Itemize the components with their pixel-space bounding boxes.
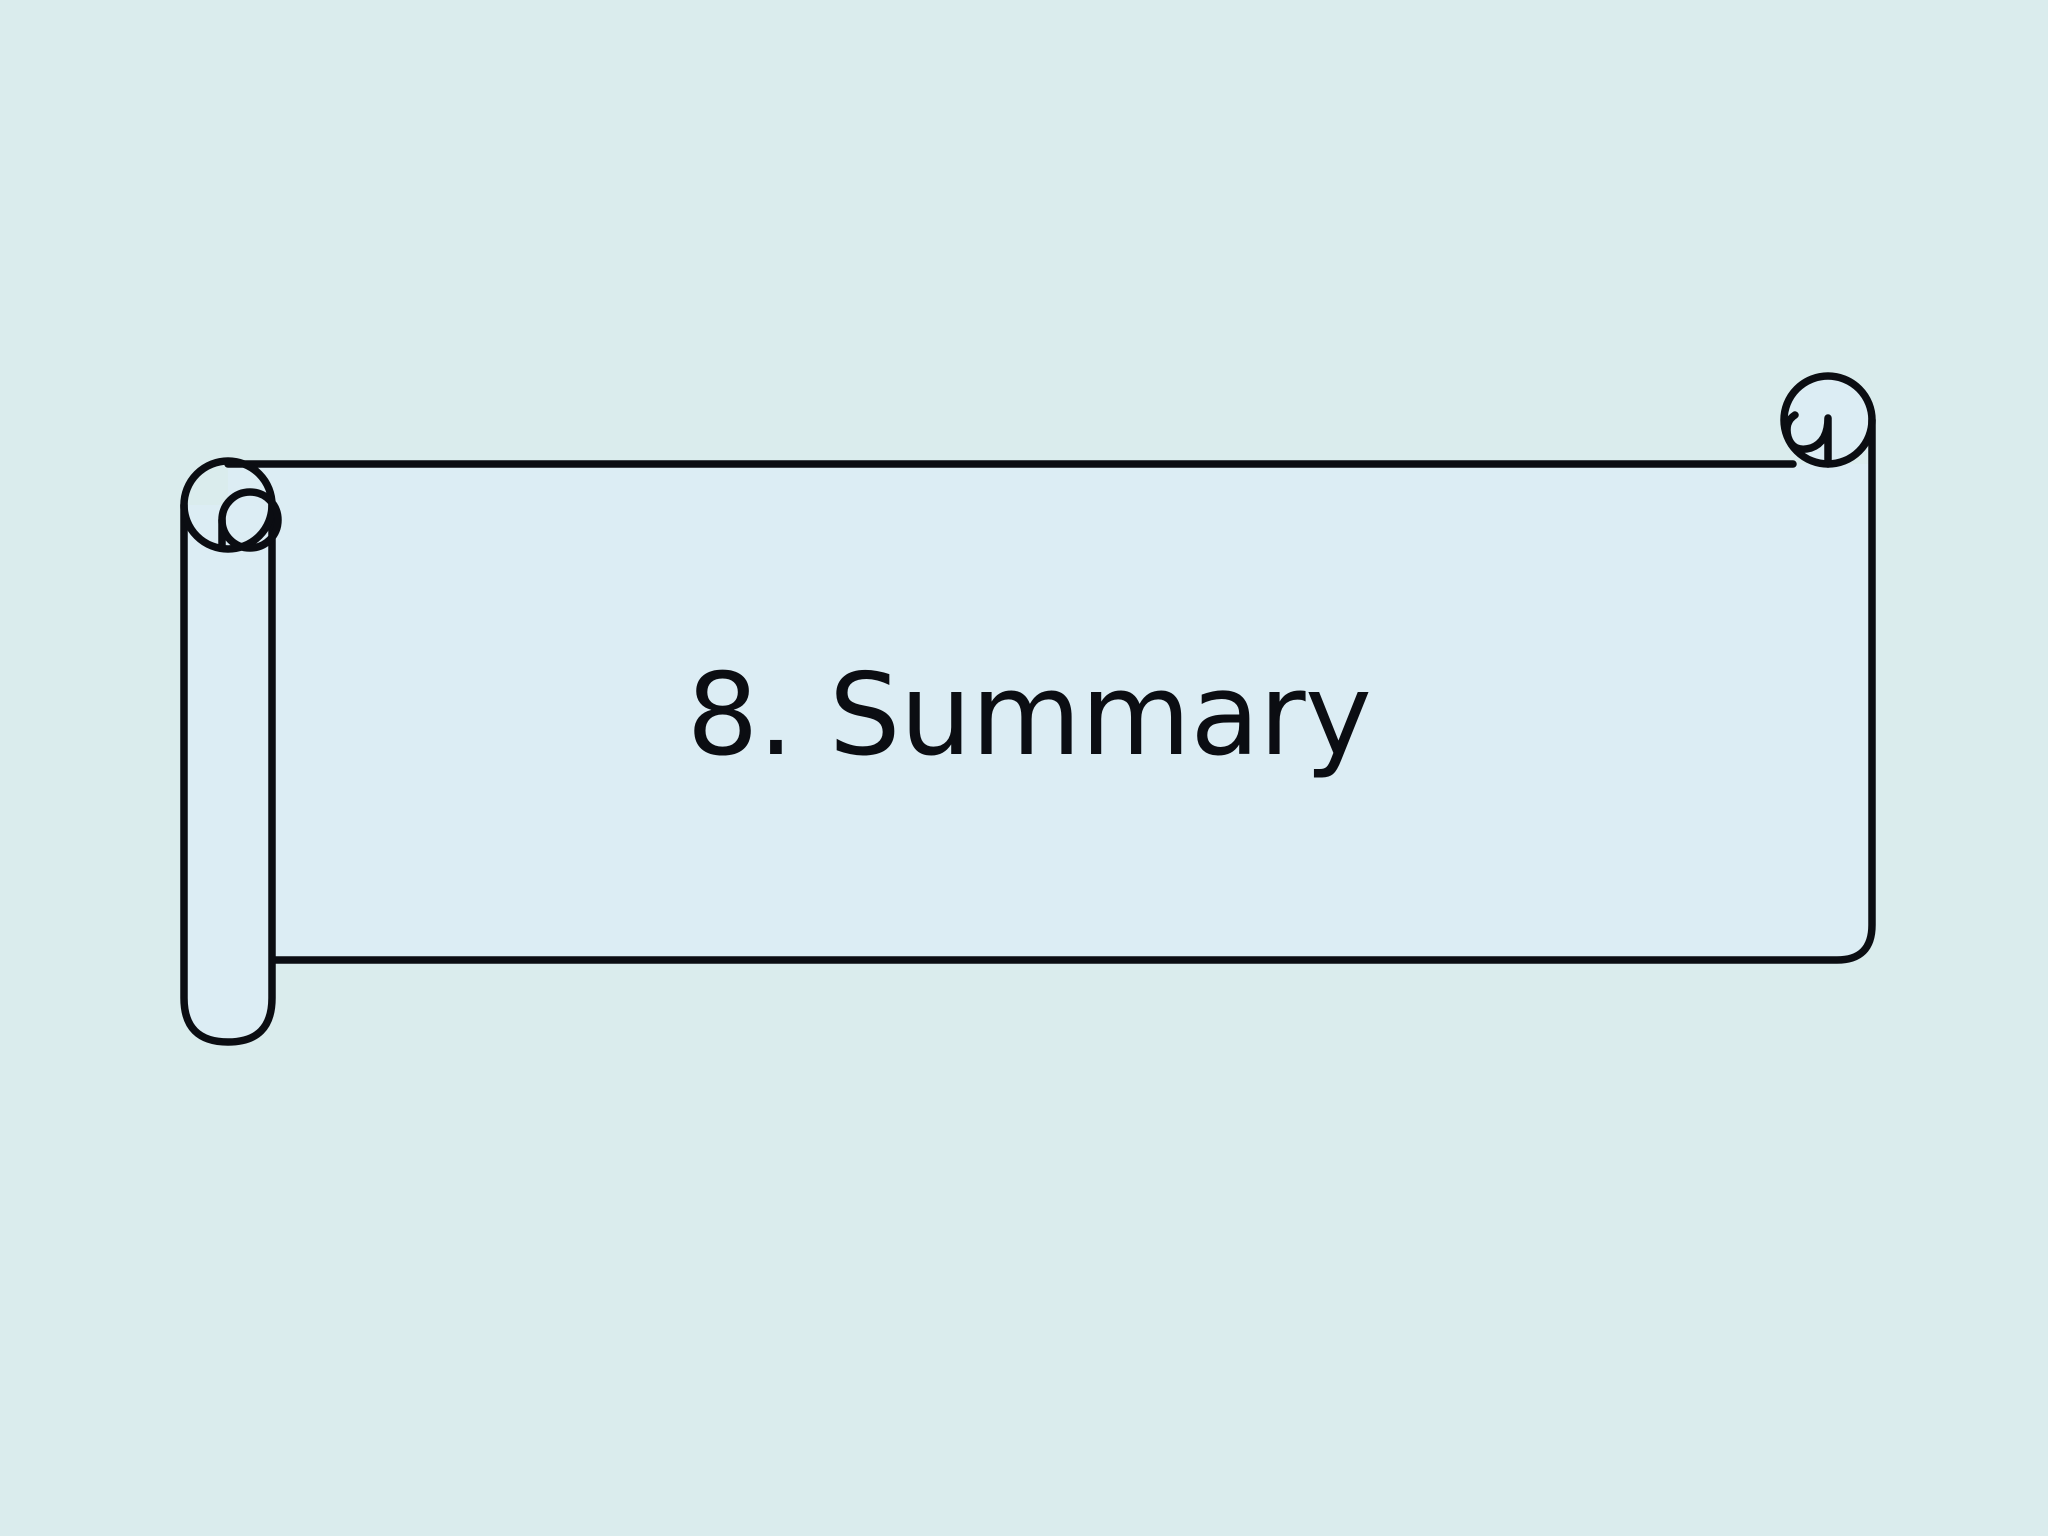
banner-right-and-bottom-edge xyxy=(268,416,1876,964)
banner-sheet-fill xyxy=(228,464,1872,960)
left-roll-body xyxy=(180,501,276,1046)
left-roll-fill xyxy=(184,505,272,1042)
right-curl-inner-hook xyxy=(1783,411,1832,468)
